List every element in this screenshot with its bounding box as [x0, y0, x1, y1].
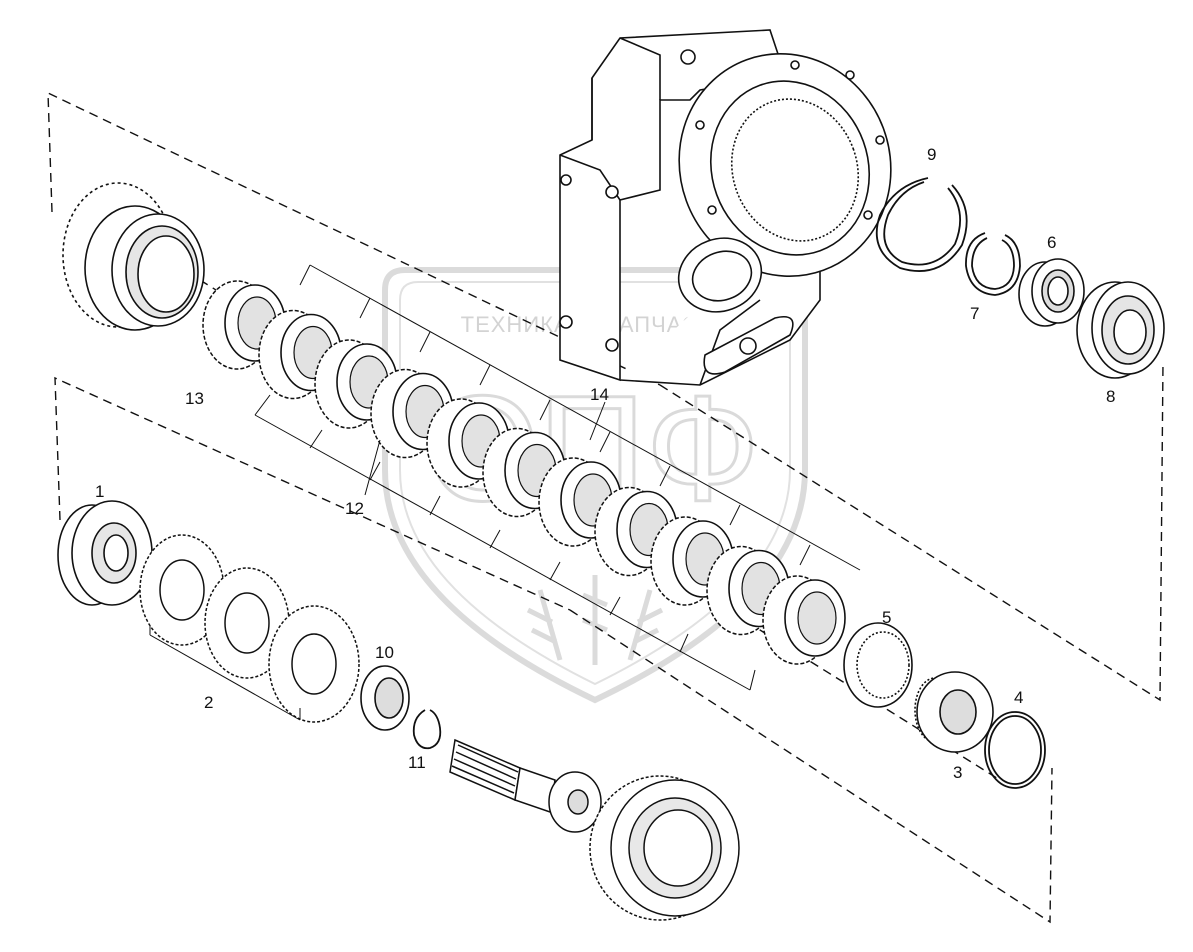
part-13-ring-gear [62, 182, 205, 331]
plate-inner-bore [797, 591, 837, 645]
part-1-piston [57, 500, 153, 606]
callout-14: 14 [590, 385, 609, 404]
callout-9: 9 [927, 145, 936, 164]
callout-1: 1 [95, 482, 104, 501]
callout-10: 10 [375, 643, 394, 662]
output-shaft [449, 738, 602, 833]
callout-13: 13 [185, 389, 204, 408]
part-5-friction-disc [843, 622, 913, 708]
part-2-thrust-discs [139, 534, 360, 723]
callout-12: 12 [345, 499, 364, 518]
part-9-snap-ring [875, 177, 968, 272]
upper-dashed-bracket [47, 91, 661, 386]
part-3-hub [914, 671, 994, 753]
part-10-washer [360, 665, 410, 731]
housing-lower-port [677, 237, 763, 313]
part-8-seal [1076, 281, 1165, 379]
lower-dashed-axis [569, 609, 1053, 924]
plate-group-brackets [254, 264, 861, 691]
part-4-o-ring [984, 711, 1046, 789]
shaft-bearing-seal [589, 775, 740, 921]
housing-flange-ring [678, 52, 892, 278]
part-7-snap-ring [965, 232, 1021, 296]
callout-11: 11 [408, 753, 426, 772]
callout-4: 4 [1014, 688, 1023, 707]
callout-3: 3 [953, 763, 962, 782]
upper-dashed-axis [659, 361, 1164, 702]
callout-labels: 1 2 3 4 5 6 7 8 9 10 11 12 13 14 [95, 145, 1115, 782]
callout-6: 6 [1047, 233, 1056, 252]
callout-5: 5 [882, 608, 891, 627]
part-11-circlip [412, 709, 442, 750]
lower-dashed-bracket [54, 376, 571, 611]
part-6-bearing [1018, 258, 1085, 327]
callout-8: 8 [1106, 387, 1115, 406]
watermark-wheat-icon [526, 575, 664, 665]
clutch-plate-stack [202, 280, 846, 665]
part-2-bracket [149, 625, 301, 721]
callout-7: 7 [970, 304, 979, 323]
callout-2: 2 [204, 693, 213, 712]
